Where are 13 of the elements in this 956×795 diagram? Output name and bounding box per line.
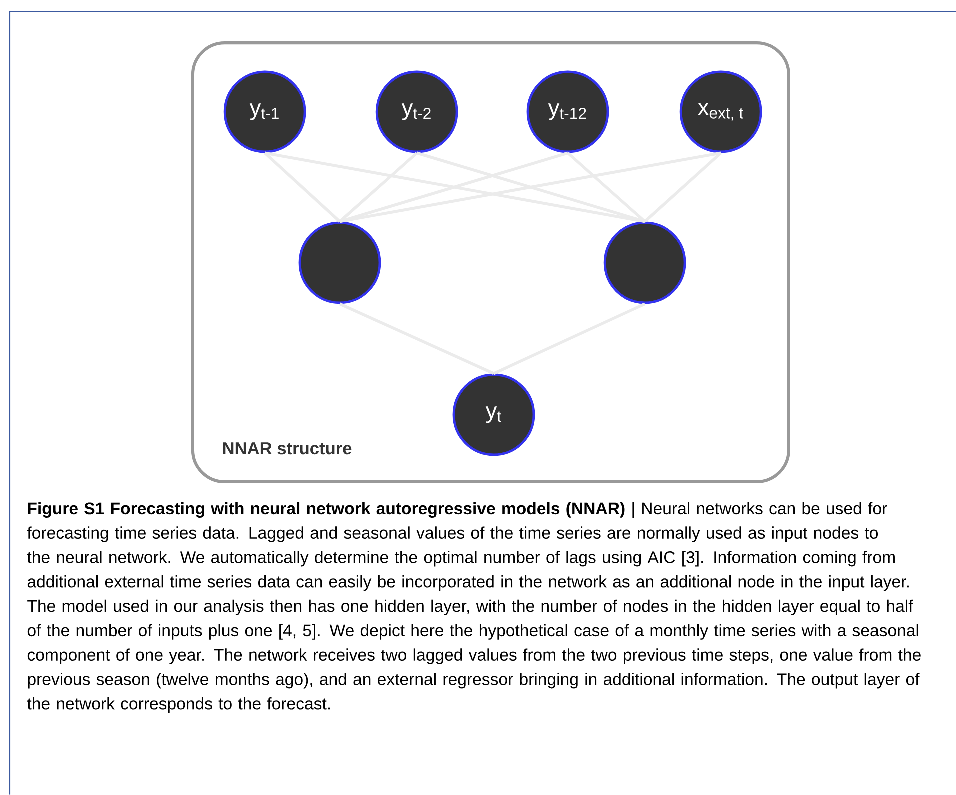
connection-line — [339, 302, 495, 376]
connection-line — [493, 302, 646, 376]
connection-line — [340, 152, 722, 224]
connection-line — [567, 152, 646, 223]
neuron-circle — [604, 222, 686, 304]
figure-caption: Figure S1 Forecasting with neural network autoregressive models (NNAR) | Neural networks can be used for forecasting time series data. Lagged and seasonal values of the time series are normally used as input nodes to the neural network. We automatically determine the optimal number of lags using AIC [3]. Information coming from additional external time series data can easily be incorporated in the network as an additional node in the input layer. The model used in our analysis then has one hidden layer, with the number of nodes in the hidden layer equal to half of the number of inputs plus one [4, 5]. We depict here the hypothetical case of a monthly time series with a seasonal component of one year. The network receives two lagged values from the two previous time steps, one value from the previous season (twelve months ago), and an external regressor bringing in additional information. The output layer of the network corresponds to the forecast. — [27, 502, 921, 714]
connection-line — [340, 152, 568, 224]
connection-line — [264, 152, 646, 224]
neuron-circle — [298, 222, 382, 304]
connection-line — [416, 152, 646, 224]
connection-line — [644, 152, 722, 223]
connection-line — [339, 152, 418, 223]
connection-line — [264, 152, 341, 223]
